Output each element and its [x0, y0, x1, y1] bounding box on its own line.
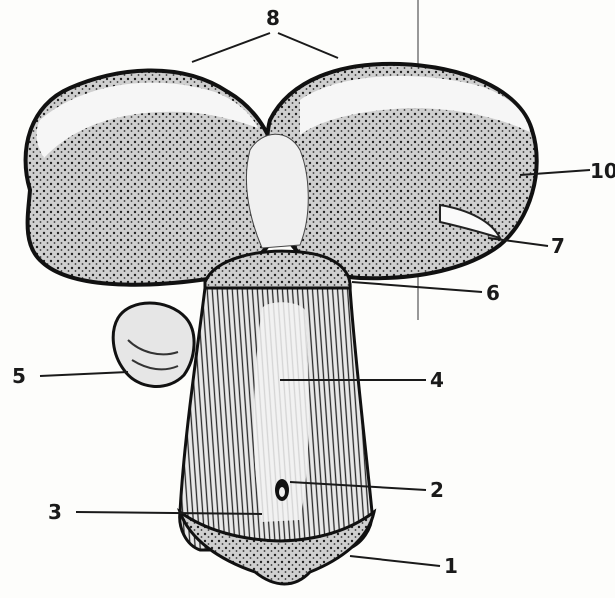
label-6: 6 — [486, 283, 500, 303]
leader-8-left — [192, 33, 270, 62]
leader-5 — [40, 372, 128, 376]
label-4: 4 — [430, 370, 444, 390]
cap-center — [246, 134, 308, 248]
label-3: 3 — [48, 502, 62, 522]
leader-1 — [350, 556, 440, 566]
leader-8-right — [278, 33, 338, 58]
label-1: 1 — [444, 556, 458, 576]
label-8: 8 — [266, 8, 280, 28]
label-10: 10 — [590, 161, 615, 181]
leader-6 — [352, 282, 482, 292]
label-5: 5 — [12, 366, 26, 386]
label-2: 2 — [430, 480, 444, 500]
label-7: 7 — [551, 236, 565, 256]
side-bulb — [113, 303, 194, 386]
